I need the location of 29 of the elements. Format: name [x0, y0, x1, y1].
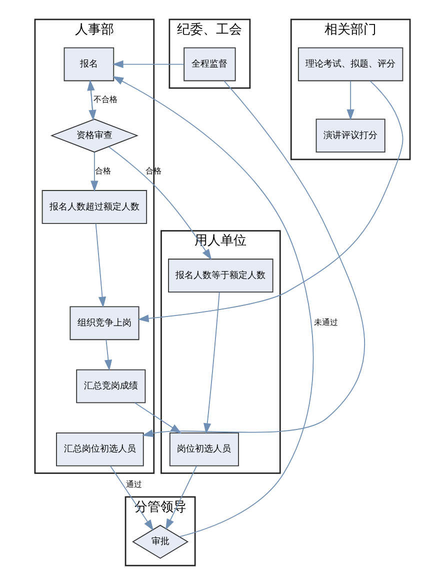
node-box: 报名人数等于额定人数: [168, 258, 273, 292]
node-box: 报名: [63, 47, 114, 82]
node-box: 报名人数超过额定人数: [41, 190, 147, 224]
edge-label: 未通过: [313, 317, 338, 328]
arrow: [112, 60, 184, 68]
node-box: 汇总岗位初选人员: [56, 432, 144, 466]
edge-label: 通过: [126, 479, 142, 490]
node-box: 演讲评议打分: [315, 118, 385, 153]
arrow: [112, 76, 314, 538]
arrow: [203, 292, 220, 434]
node-diamond: 审批: [132, 524, 188, 559]
arrow: [137, 80, 403, 322]
node-box: 组织竞争上岗: [69, 306, 139, 340]
arrow: [90, 152, 98, 192]
node-box: 汇总竞岗成绩: [76, 369, 146, 404]
edge-label: 合格: [94, 165, 111, 176]
node-box: 全程监督: [183, 47, 236, 82]
node-box: 理论考试、拟题、评分: [297, 47, 403, 82]
node-box: 岗位初选人员: [168, 432, 238, 466]
node-diamond: 资格审查: [50, 118, 138, 153]
edge-label: 不合格: [92, 94, 117, 104]
arrow: [109, 466, 154, 531]
arrow: [346, 80, 354, 120]
arrow: [104, 339, 112, 371]
arrow: [94, 223, 106, 308]
arrow: [142, 80, 365, 438]
arrow: [134, 402, 182, 434]
arrow: [108, 146, 212, 260]
arrow: [165, 466, 197, 530]
